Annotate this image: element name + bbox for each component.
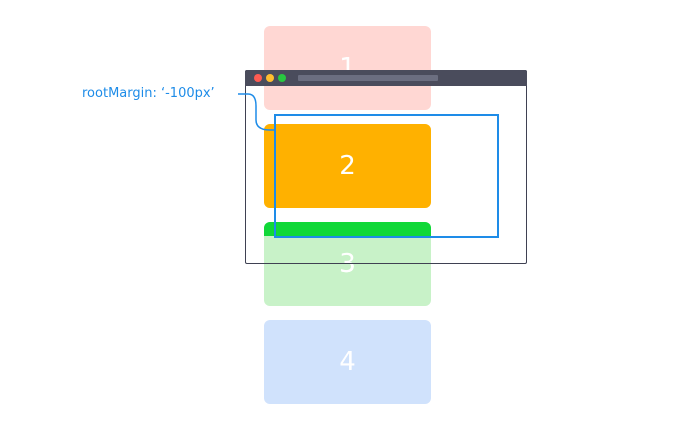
box-4: 4 (264, 320, 431, 404)
root-margin-rect (274, 114, 499, 238)
address-bar (298, 75, 438, 81)
maximize-dot-icon (278, 74, 286, 82)
browser-titlebar (245, 70, 527, 86)
box-2-number: 2 (339, 151, 356, 181)
box-2: 2 (264, 124, 431, 208)
close-dot-icon (254, 74, 262, 82)
box-3-label-layer: 3 (264, 222, 431, 306)
minimize-dot-icon (266, 74, 274, 82)
box-3-intersecting-strip (264, 222, 431, 236)
box-2-in-viewport (264, 124, 431, 208)
box-4-number: 4 (339, 347, 356, 377)
box-3-number-overlay: 3 (339, 249, 356, 279)
root-margin-label: rootMargin: ‘-100px’ (82, 86, 215, 101)
